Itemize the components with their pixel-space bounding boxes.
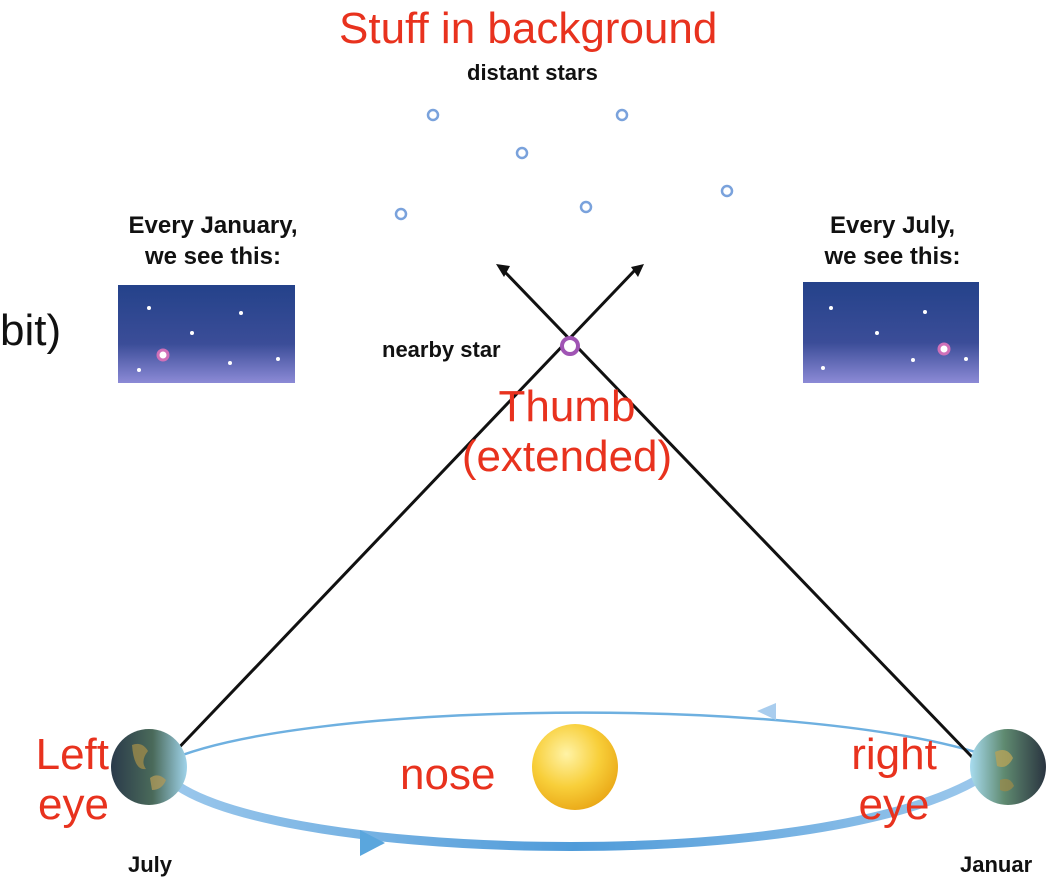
orbit-arrow-lower bbox=[360, 830, 385, 856]
july-caption: Every July, we see this: bbox=[824, 212, 961, 270]
cut-off-text: bit) bbox=[0, 306, 62, 355]
distant-star-icon bbox=[720, 184, 734, 198]
left-eye-label: Left eye bbox=[35, 730, 109, 829]
january-month-label: Januar bbox=[960, 852, 1033, 877]
sight-line-right-arrow bbox=[496, 264, 510, 277]
distant-stars-label: distant stars bbox=[467, 60, 598, 85]
distant-star-icon bbox=[615, 108, 629, 122]
nose-label: nose bbox=[400, 750, 496, 799]
distant-star-icon bbox=[579, 200, 593, 214]
nearby-star-in-july-view bbox=[937, 342, 951, 356]
distant-star-icon bbox=[426, 108, 440, 122]
orbit-upper-arc bbox=[164, 711, 986, 764]
july-month-label: July bbox=[128, 852, 173, 877]
earth-january-icon bbox=[970, 729, 1046, 805]
title: Stuff in background bbox=[339, 4, 718, 53]
distant-stars bbox=[394, 108, 734, 221]
right-eye-label: right eye bbox=[851, 730, 937, 829]
orbit-arrow-upper bbox=[757, 703, 776, 720]
orbit-lower-arc bbox=[161, 771, 988, 851]
thumb-label: Thumb (extended) bbox=[461, 382, 673, 481]
january-sky-view bbox=[118, 285, 295, 383]
nearby-star-label: nearby star bbox=[382, 337, 501, 362]
sun-icon bbox=[532, 724, 618, 810]
distant-star-icon bbox=[515, 146, 529, 160]
sight-line-left bbox=[168, 268, 637, 759]
sight-line-right bbox=[501, 268, 974, 759]
nearby-star-in-january-view bbox=[156, 348, 170, 362]
sight-line-left-arrow bbox=[631, 264, 644, 277]
january-caption: Every January, we see this: bbox=[128, 212, 298, 270]
nearby-star-icon bbox=[560, 336, 580, 356]
distant-star-icon bbox=[394, 207, 408, 221]
earth-july-icon bbox=[111, 729, 187, 805]
july-sky-view bbox=[803, 282, 979, 383]
